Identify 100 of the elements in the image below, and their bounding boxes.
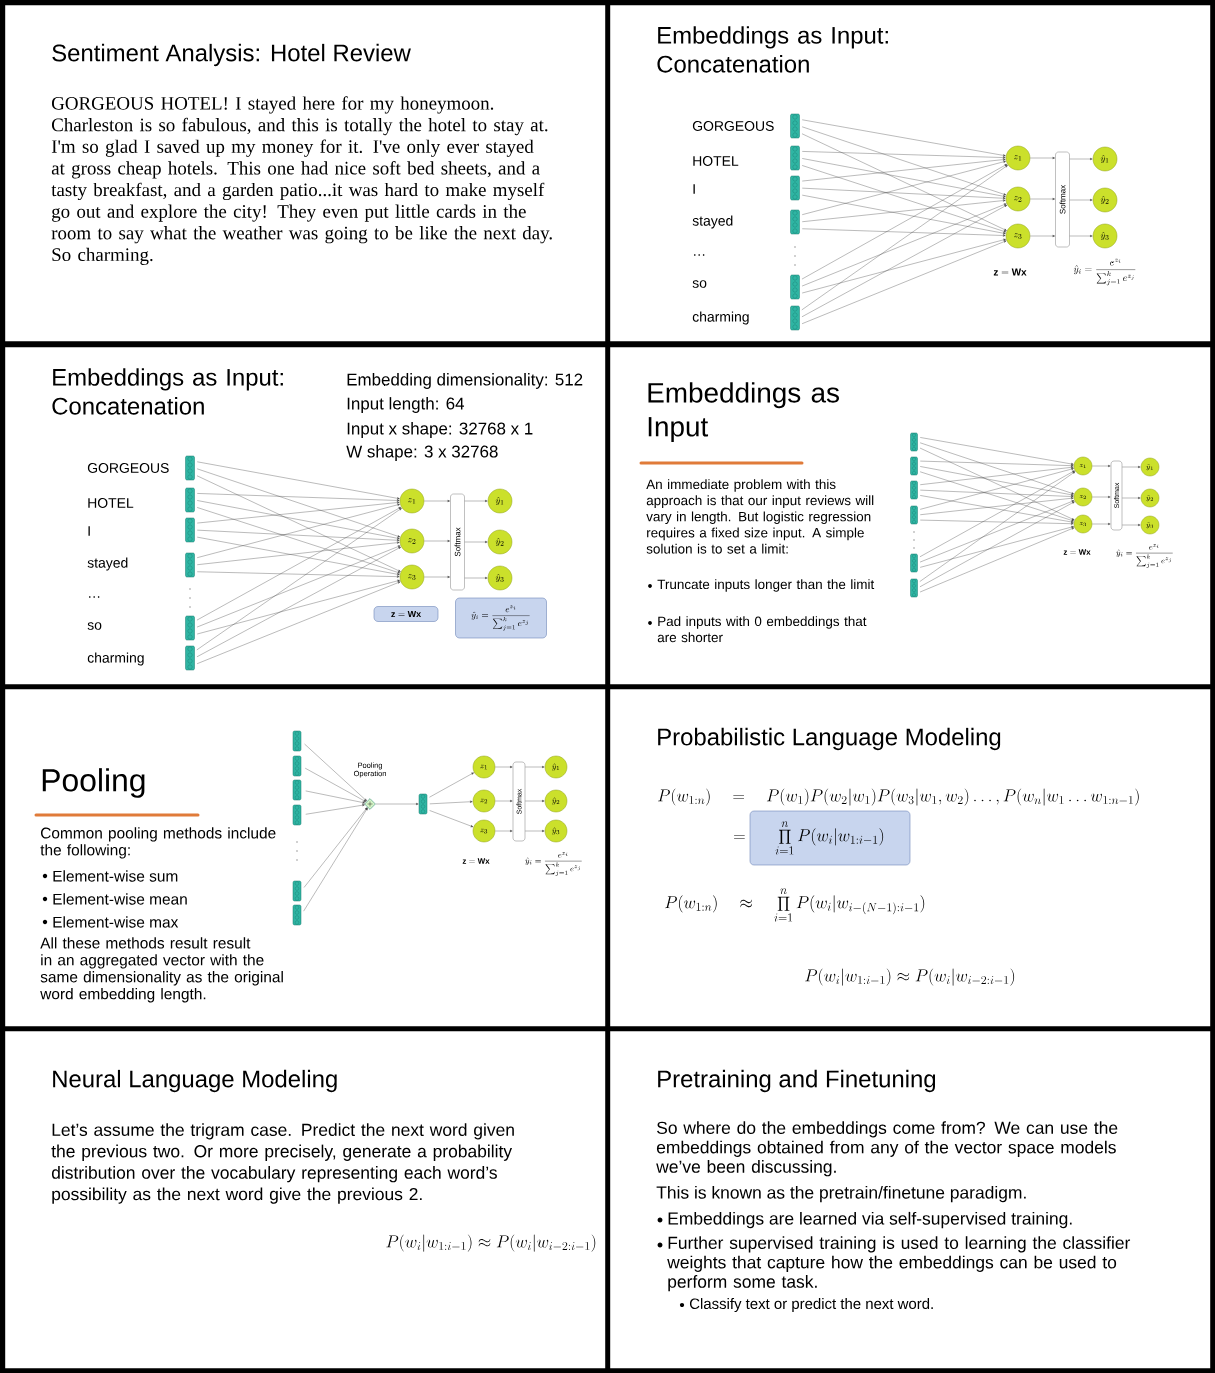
- slide-title: Embeddings as Input: Concatenation: [52, 368, 283, 415]
- arrow: [801, 164, 1008, 280]
- arrow: [919, 501, 1075, 587]
- bullet-text: Element-wise max: [53, 916, 179, 928]
- bullet-text: Element-wise sum: [53, 870, 178, 882]
- paragraph: All these methods result result in an aggregated vector with the same dimensionality as the original word embedding length.: [40, 937, 283, 1003]
- arrow: [303, 807, 368, 912]
- paragraph: So where do the embeddings come from? We can use the embeddings obtained from any of the vector space models we’ve been discussing.: [656, 1121, 1118, 1177]
- embedding-stack: [790, 145, 800, 171]
- formula: $\hat{y}_i=\frac{e^{z_i}}{\sum_{j=1}^{k}e^{z_j}}$: [1073, 258, 1136, 286]
- bullet-text: Element-wise mean: [53, 893, 187, 905]
- arrow: [802, 194, 1006, 235]
- embedding-stack: [910, 480, 918, 500]
- embedding-stack: [292, 804, 302, 826]
- formula: $\mathbf{z}=\mathbf{W}\mathbf{x}$: [1063, 549, 1091, 555]
- arrow: [919, 471, 1074, 522]
- arrow: [1122, 465, 1141, 469]
- bullet-text: Classify text or predict the next word.: [689, 1298, 933, 1312]
- arrow: [305, 768, 367, 802]
- arrow: [801, 133, 1007, 231]
- embedding-stack: [790, 175, 800, 201]
- paragraph: GORGEOUS HOTEL! I stayed here for my honeymoon. Charleston is so fabulous, and this is totally the hotel to stay at. I'm so glad I saved up my money for it. I've only ever stayed at gross cheap hotels. This one had nice soft bed sheets, and a tasty breakfast, and a garden patio...it was hard to make myself go out and explore the city! They even put little cards in the room to say what the weather was going to be like the next day. So charming.: [51, 96, 552, 265]
- arrow: [303, 807, 368, 888]
- embedding-stack: [292, 730, 302, 752]
- arrow: [802, 158, 1006, 198]
- arrow: [919, 470, 1075, 557]
- embedding-stack: [185, 552, 195, 578]
- arrow: [424, 539, 450, 543]
- formula: $\hat{y}_i=\frac{e^{z_i}}{\sum_{j=1}^{k}e^{z_j}}$: [1116, 544, 1173, 568]
- arrow: [1030, 156, 1055, 160]
- arrow: [429, 772, 474, 798]
- arrow: [1092, 464, 1111, 468]
- formula: $\mathbf{z}=\mathbf{W}\mathbf{x}$: [993, 268, 1027, 276]
- word-label: …: [694, 254, 705, 256]
- word-label: charming: [87, 652, 144, 666]
- word-label: GORGEOUS: [692, 121, 774, 131]
- spec-text: Input x shape: 32768 x 1: [347, 422, 533, 438]
- arrow: [1069, 198, 1093, 202]
- embedding-stack: [292, 904, 302, 926]
- embedding-stack: [910, 553, 918, 573]
- embedding-stack: [910, 505, 918, 525]
- arrow: [196, 546, 401, 657]
- arrow: [920, 466, 1074, 496]
- slide-title: Probabilistic Language Modeling: [658, 727, 1001, 751]
- embedding-stack: [790, 113, 800, 139]
- arrow: [375, 802, 419, 806]
- formula: $P(w_{1:n})\quad\approx\quad\prod_{i=1}^{n}P(w_i|w_{i-(N-1):i-1})$: [665, 888, 925, 922]
- arrow: [464, 499, 488, 503]
- arrow: [197, 500, 400, 540]
- arrow: [424, 575, 450, 579]
- arrow: [495, 799, 513, 803]
- embedding-stack: [185, 455, 195, 481]
- arrow: [1069, 157, 1093, 161]
- word-label: stayed: [692, 215, 733, 229]
- arrow: [802, 151, 1006, 159]
- arrow: [305, 790, 365, 804]
- arrow: [197, 536, 400, 576]
- arrow: [196, 475, 401, 572]
- arrow: [1122, 496, 1141, 500]
- arrow: [525, 799, 545, 803]
- slide-title: Sentiment Analysis: Hotel Review: [52, 43, 411, 67]
- arrow: [197, 541, 400, 565]
- arrow: [197, 571, 400, 578]
- arrow: [196, 581, 401, 664]
- slide-title: Pooling: [42, 768, 145, 798]
- word-label: HOTEL: [693, 156, 739, 166]
- word-label: so: [87, 622, 102, 630]
- arrow: [1092, 522, 1111, 526]
- arrow: [919, 527, 1075, 593]
- embedding-stack: [910, 432, 918, 452]
- arrow: [196, 507, 401, 574]
- embedding-stack: [790, 274, 800, 300]
- arrow: [305, 804, 365, 815]
- slide-title: Embeddings as Input: Concatenation: [657, 26, 888, 73]
- spec-text: Input length: 64: [347, 397, 465, 413]
- arrow: [196, 507, 402, 621]
- arrow: [801, 203, 1007, 287]
- paragraph: Let’s assume the trigram case. Predict the next word given the previous two. Or more precisely, generate a probability distribution over the vocabulary representing each word’s possibility as the next word give the previous 2.: [51, 1123, 514, 1204]
- formula-box: $\hat{y}_i=\frac{e^{z_i}}{\sum_{j=1}^{k}e^{z_j}}$: [455, 597, 547, 639]
- arrow: [495, 829, 513, 833]
- arrow: [801, 204, 1008, 317]
- word-label: …: [89, 596, 100, 598]
- arrow: [802, 199, 1006, 222]
- arrow: [196, 545, 401, 628]
- arrow: [495, 765, 513, 769]
- arrow: [1030, 234, 1055, 238]
- arrow: [197, 501, 400, 524]
- embedding-stack: [292, 779, 302, 801]
- bullet-text: Truncate inputs longer than the limit: [657, 579, 875, 592]
- embedding-stack: [185, 645, 195, 671]
- embedding-stack: [292, 880, 302, 902]
- embedding-stack: [185, 615, 195, 641]
- arrow: [304, 743, 367, 802]
- arrow: [920, 519, 1074, 525]
- bullet-text: Pad inputs with 0 embeddings that are shorter: [657, 616, 867, 643]
- spec-text: Embedding dimensionality: 512: [347, 373, 583, 389]
- paragraph: An immediate problem with this approach is that our input reviews will vary in length. But logistic regression requires a fixed size input. A simple solution is to set a limit:: [646, 479, 874, 554]
- arrow: [197, 503, 400, 558]
- paragraph: Common pooling methods include the following:: [40, 827, 276, 859]
- arrow: [197, 579, 400, 635]
